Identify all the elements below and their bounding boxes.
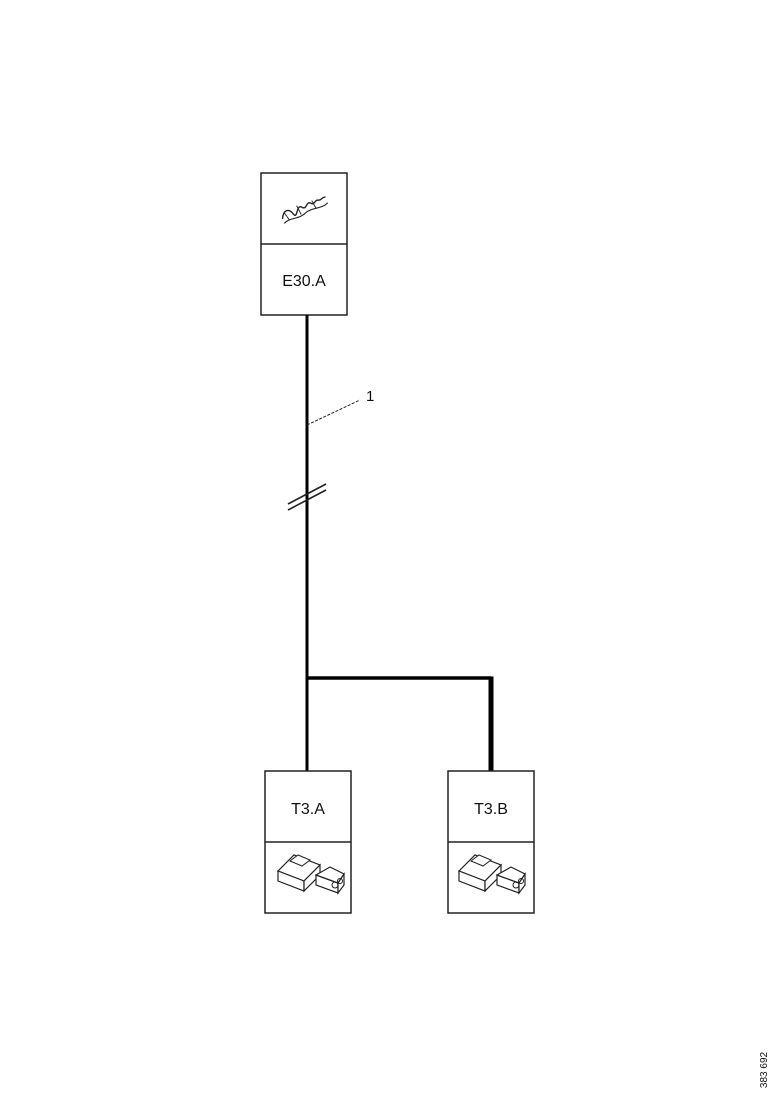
component-e30a-label: E30.A: [282, 273, 326, 290]
component-t3a-label: T3.A: [291, 801, 325, 818]
reference-number: 383 692: [759, 1051, 770, 1088]
callout-label: 1: [366, 388, 374, 405]
component-e30a: E30.A: [260, 172, 348, 316]
callout-leader-line: [306, 399, 361, 426]
branch-wire: [307, 676, 494, 771]
component-t3b-label: T3.B: [474, 801, 508, 818]
component-t3b: T3.B: [447, 770, 535, 914]
wire-break-mark: [287, 483, 327, 511]
signature-scribble-icon: [281, 196, 329, 224]
component-t3a: T3.A: [264, 770, 352, 914]
connector-plug-icon: [457, 854, 526, 895]
connector-plug-icon: [276, 854, 345, 895]
